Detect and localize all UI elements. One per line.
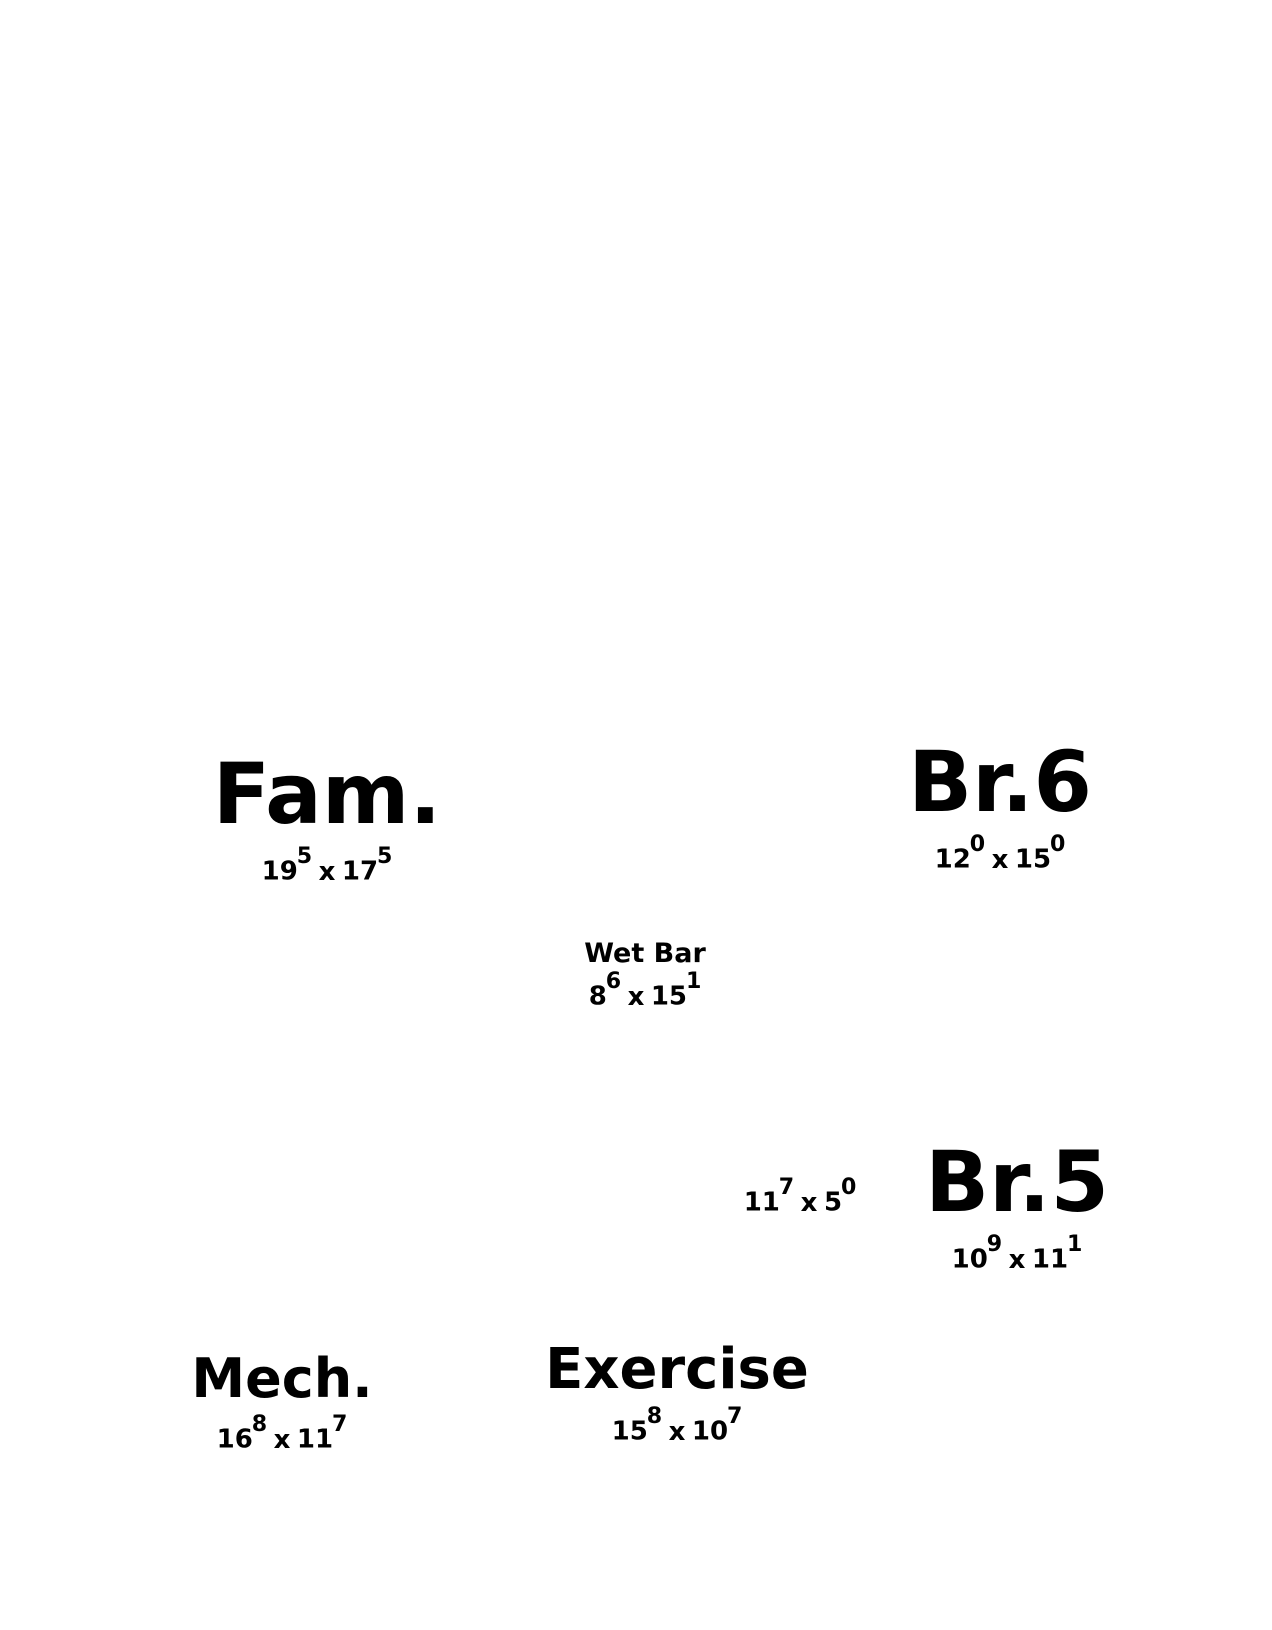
room-name: Br.6 (908, 733, 1092, 831)
room-name: Wet Bar (584, 938, 706, 969)
room-name: Br.5 (925, 1133, 1109, 1231)
room-name: Fam. (212, 745, 442, 843)
room-name: Mech. (191, 1347, 373, 1410)
room-name: Exercise (545, 1337, 809, 1402)
